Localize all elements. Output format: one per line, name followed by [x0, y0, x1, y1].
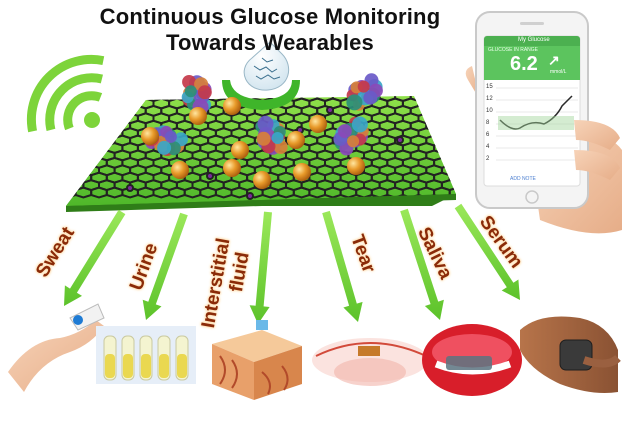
dopant-dot [126, 184, 134, 192]
title-line-1: Continuous Glucose Monitoring [99, 4, 441, 29]
wifi-signal-icon [26, 54, 105, 133]
phone-subheader: GLUCOSE IN RANGE [488, 47, 539, 53]
title-line-2: Towards Wearables [166, 30, 374, 55]
dopant-dot [326, 106, 334, 114]
urine-illustration [96, 326, 196, 384]
phone-hand [465, 11, 622, 234]
arrow-urine [142, 212, 188, 320]
gold-nanoparticle [253, 171, 271, 189]
gold-nanoparticle [287, 131, 305, 149]
gold-nanoparticle [141, 127, 159, 145]
gold-nanoparticle [171, 161, 189, 179]
y-tick-label: 12 [486, 96, 493, 102]
arrow-tear [322, 210, 363, 322]
y-tick-label: 4 [486, 144, 490, 150]
enzyme-molecule [255, 115, 288, 155]
saliva-illustration [422, 324, 522, 396]
gold-nanoparticle [223, 159, 241, 177]
dopant-dot [396, 136, 404, 144]
phone-header-bar [484, 36, 580, 46]
gold-nanoparticle [231, 141, 249, 159]
gold-nanoparticle [309, 115, 327, 133]
phone-header: My Glucose [518, 37, 550, 43]
dopant-dot [246, 192, 254, 200]
interstitial-illustration [212, 320, 302, 400]
phone-reading: 6.2 [510, 53, 538, 75]
gold-nanoparticle [189, 107, 207, 125]
glucose-droplet [222, 41, 300, 110]
phone-reading-panel [484, 46, 580, 80]
target-range-band [498, 116, 574, 130]
arrow-interstitial [249, 211, 272, 324]
gold-nanoparticle [293, 163, 311, 181]
arrow-sweat [64, 209, 126, 306]
arrow-saliva [400, 208, 444, 320]
enzyme-molecule [346, 73, 383, 111]
y-tick-label: 6 [486, 132, 490, 138]
y-tick-label: 2 [486, 156, 490, 162]
sweat-illustration [8, 303, 105, 392]
dopant-dot [206, 172, 214, 180]
y-tick-label: 15 [486, 84, 493, 90]
gold-nanoparticle [223, 97, 241, 115]
glucose-trace [499, 95, 573, 130]
enzyme-molecule [333, 116, 369, 156]
arrow-serum [454, 203, 520, 300]
phone-unit: mmol/L [550, 69, 567, 75]
arrow-up-right-icon: ↗ [548, 52, 560, 68]
tear-illustration [312, 338, 428, 386]
y-tick-label: 10 [486, 108, 493, 114]
gold-nanoparticle [347, 157, 365, 175]
serum-illustration [520, 316, 621, 393]
graphene-sheet [66, 96, 456, 212]
phone-footer[interactable]: ADD NOTE [510, 176, 536, 182]
y-tick-label: 8 [486, 120, 490, 126]
